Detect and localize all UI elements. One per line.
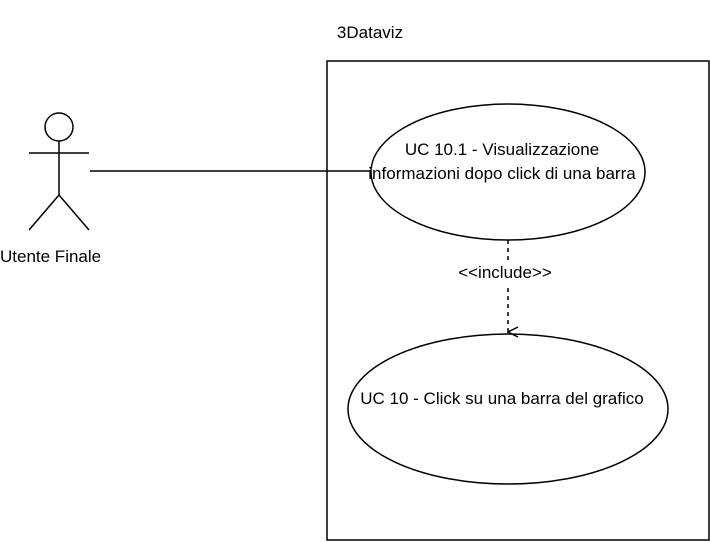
actor-right-leg [58, 194, 90, 231]
include-label: <<include>> [440, 262, 570, 284]
actor-left-leg [28, 194, 60, 231]
actor-head [44, 112, 74, 142]
system-title: 3Dataviz [336, 23, 404, 42]
use-case-label-uc10-1: UC 10.1 - Visualizzazione informazioni d… [368, 140, 636, 183]
actor-figure [28, 112, 90, 231]
actor-label: Utente Finale [0, 247, 102, 266]
use-case-label-uc10: UC 10 - Click su una barra del grafico [360, 389, 644, 408]
